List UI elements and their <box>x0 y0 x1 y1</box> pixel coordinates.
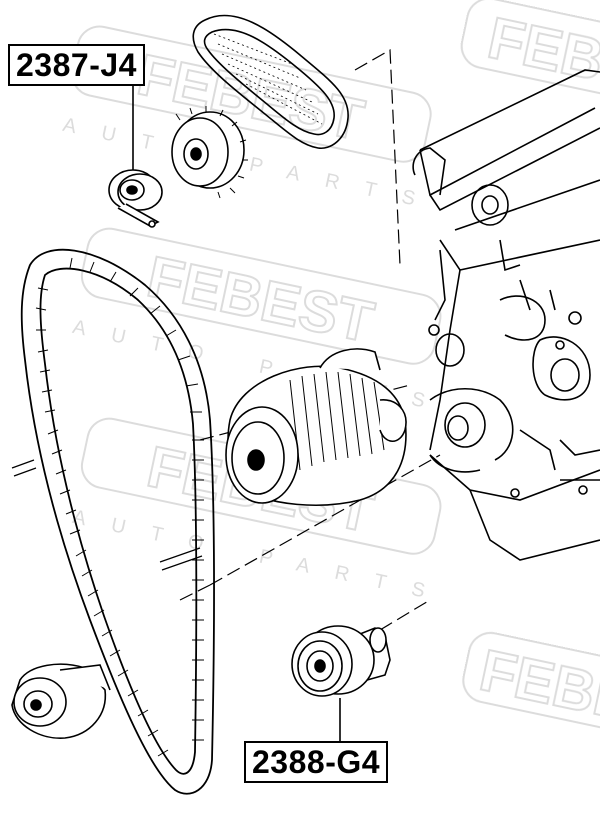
leader-lines <box>132 86 341 742</box>
pump-impeller-fins <box>289 371 385 471</box>
water-pump <box>225 348 407 506</box>
idler-pulley <box>291 625 391 697</box>
watermark-5: FEBEST <box>460 0 600 123</box>
guide-line-left <box>179 584 211 601</box>
tensioner-pulley-bottom-left <box>11 663 111 739</box>
guide-line-top <box>354 48 401 266</box>
small-timing-belt <box>192 14 349 149</box>
watermark-brand-5: FEBEST <box>482 6 600 117</box>
main-timing-belt <box>11 248 215 795</box>
sprocket-teeth <box>175 106 248 199</box>
part-number-label-tensioner: 2387-J4 <box>8 44 145 86</box>
camshaft-sprocket <box>171 106 248 199</box>
watermark-brand-4: FEBEST <box>474 638 600 749</box>
part-number-label-idler: 2388-G4 <box>244 741 389 783</box>
engine-block <box>412 69 600 561</box>
guide-line-middle <box>209 454 441 586</box>
tensioner-pulley-top <box>108 169 163 228</box>
watermark-4: FEBEST <box>462 631 600 757</box>
belt-teeth <box>35 257 204 757</box>
guide-line-bottom <box>379 599 431 631</box>
